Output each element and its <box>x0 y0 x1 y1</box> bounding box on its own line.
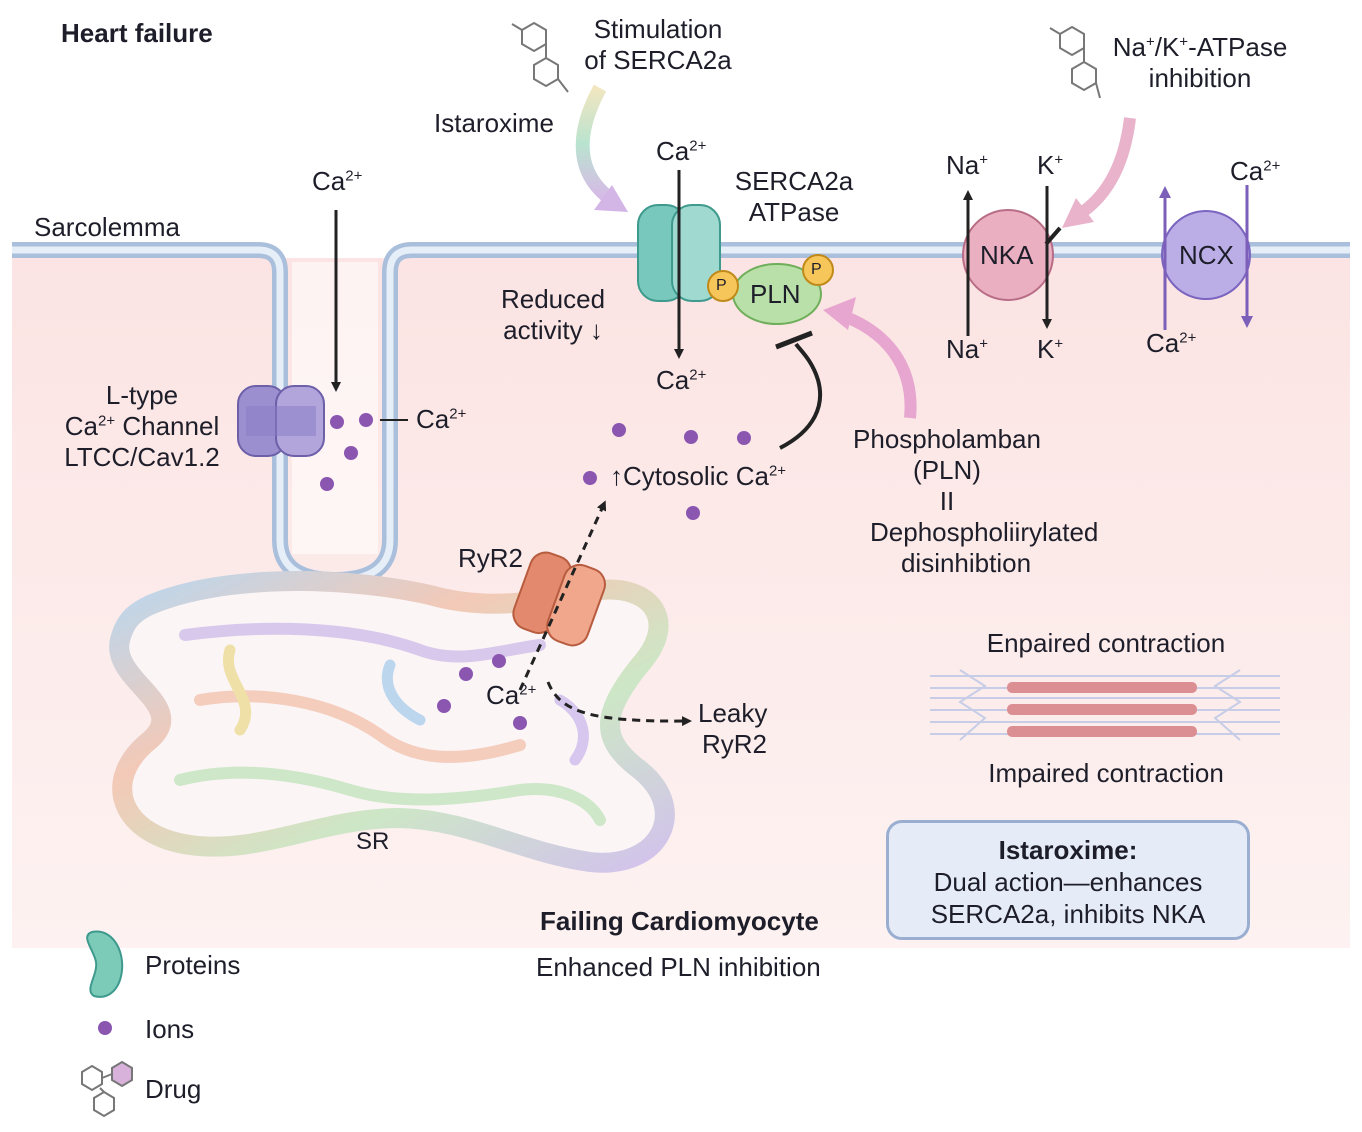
legend-proteins-label: Proteins <box>145 950 241 980</box>
ltcc-ion-label: Ca2+ <box>416 404 467 434</box>
sr-ion-label: Ca2+ <box>486 680 537 710</box>
na-top-label: Na+ <box>946 150 989 180</box>
nka-inh-line1: Na+/K+-ATPase <box>1112 32 1288 62</box>
legend-drug-label: Drug <box>145 1074 202 1104</box>
ltcc-label-line3: LTCC/Cav1.2 <box>64 442 220 472</box>
serca-line2: ATPase <box>748 197 840 227</box>
nka-inhibitor-molecule-icon <box>1049 25 1101 99</box>
leaky-line1: Leaky <box>698 698 768 728</box>
stim-line1: Stimulation <box>593 14 723 44</box>
serca2a-label: SERCA2a ATPase <box>722 166 866 228</box>
ltcc-label-line1: L-type <box>105 380 179 410</box>
serca2a-pump-icon <box>637 204 721 302</box>
ryr2-channel-icon <box>512 551 607 647</box>
istaroxime-molecule-icon <box>511 21 569 93</box>
sarcomere-illustration <box>930 669 1280 741</box>
enpaired-contraction-label: Enpaired contraction <box>986 628 1226 658</box>
phospho-left-label: P <box>716 277 727 294</box>
ryr2-label: RyR2 <box>458 543 524 573</box>
ncx-ca-bottom-label: Ca2+ <box>1146 328 1197 358</box>
serca-line1: SERCA2a <box>734 166 854 196</box>
leaky-line2: RyR2 <box>702 729 768 759</box>
stim-line2: of SERCA2a <box>584 45 732 75</box>
enhanced-pln-label: Enhanced PLN inhibition <box>536 952 821 982</box>
nka-inhibition-arrowhead <box>1062 198 1094 228</box>
protein-icon <box>86 930 124 998</box>
plb-line5: disinhibtion <box>900 548 1032 578</box>
ltcc-label-line2: Ca2+ Channel <box>64 411 220 441</box>
k-bottom-label: K+ <box>1037 334 1064 364</box>
istaroxime-label: Istaroxime <box>434 108 554 138</box>
sarcolemma-label: Sarcolemma <box>34 212 180 242</box>
serca-ca-top-label: Ca2+ <box>656 136 707 166</box>
sr-label: SR <box>356 828 390 855</box>
leaky-ryr2-label: Leaky RyR2 <box>698 698 767 760</box>
ryr2-release-arrow <box>518 500 607 691</box>
failing-cardiomyocyte-label: Failing Cardiomyocyte <box>540 906 819 936</box>
cytosolic-ca-label: ↑Cytosolic Ca2+ <box>610 461 787 491</box>
phospho-left-icon <box>707 270 739 302</box>
plb-line3: II <box>939 486 955 516</box>
summary-title: Istaroxime: <box>998 835 1138 865</box>
nka-inh-line2: inhibition <box>1148 63 1252 93</box>
nka-inhibition-bar <box>1044 226 1062 246</box>
reduced-line1: Reduced <box>500 284 606 314</box>
ltcc-label: L-type Ca2+ Channel LTCC/Cav1.2 <box>52 380 232 473</box>
serca-ca-bottom-label: Ca2+ <box>656 365 707 395</box>
stimulation-arrow <box>575 84 617 206</box>
nka-inhibition-label: Na+/K+-ATPase inhibition <box>1100 32 1300 94</box>
nka-label: NKA <box>980 240 1034 270</box>
ca-influx-label: Ca2+ <box>312 166 363 196</box>
summary-line2: SERCA2a, inhibits NKA <box>930 899 1206 929</box>
plb-line4: Dephospholiirylated <box>870 517 1099 547</box>
nka-pump-icon <box>962 209 1054 301</box>
plb-line1: Phospholamban <box>853 424 1041 454</box>
stimulation-label: Stimulation of SERCA2a <box>578 14 738 76</box>
phospho-right-icon <box>802 254 834 286</box>
ncx-label: NCX <box>1179 240 1234 270</box>
legend-ions-label: Ions <box>145 1014 195 1044</box>
pln-label: PLN <box>750 279 801 309</box>
nka-inhibition-arrow <box>1074 117 1136 221</box>
phospho-right-label: P <box>811 261 822 278</box>
drug-molecule-icon <box>81 1060 133 1118</box>
phosphorylation-arrowhead <box>823 297 856 330</box>
plb-line2: (PLN) <box>913 455 981 485</box>
impaired-contraction-label: Impaired contraction <box>988 758 1224 788</box>
phosphorylation-arrow <box>835 308 917 419</box>
ion-cluster-ltcc <box>320 413 373 491</box>
ion-dot-icon <box>98 1021 112 1035</box>
pln-inhibition-curve <box>779 342 823 450</box>
phospholamban-label: Phospholamban (PLN) II Dephospholiirylat… <box>832 424 1099 579</box>
summary-line1: Dual action—enhances <box>933 867 1203 897</box>
page-title: Heart failure <box>61 18 213 48</box>
ion-cluster-sr <box>437 654 527 730</box>
k-top-label: K+ <box>1037 150 1064 180</box>
stimulation-arrowhead <box>594 185 628 212</box>
inhibition-bar <box>775 330 813 350</box>
reduced-line2: activity ↓ <box>503 315 603 345</box>
na-bottom-label: Na+ <box>946 334 989 364</box>
reduced-activity-label: Reduced activity ↓ <box>480 284 626 346</box>
ncx-ca-top-label: Ca2+ <box>1230 156 1281 186</box>
ltcc-channel-icon <box>237 385 325 457</box>
ion-cluster-cytosol <box>583 423 751 520</box>
ncx-exchanger-icon <box>1161 210 1251 300</box>
istaroxime-summary-box: Istaroxime: Dual action—enhances SERCA2a… <box>886 820 1250 940</box>
